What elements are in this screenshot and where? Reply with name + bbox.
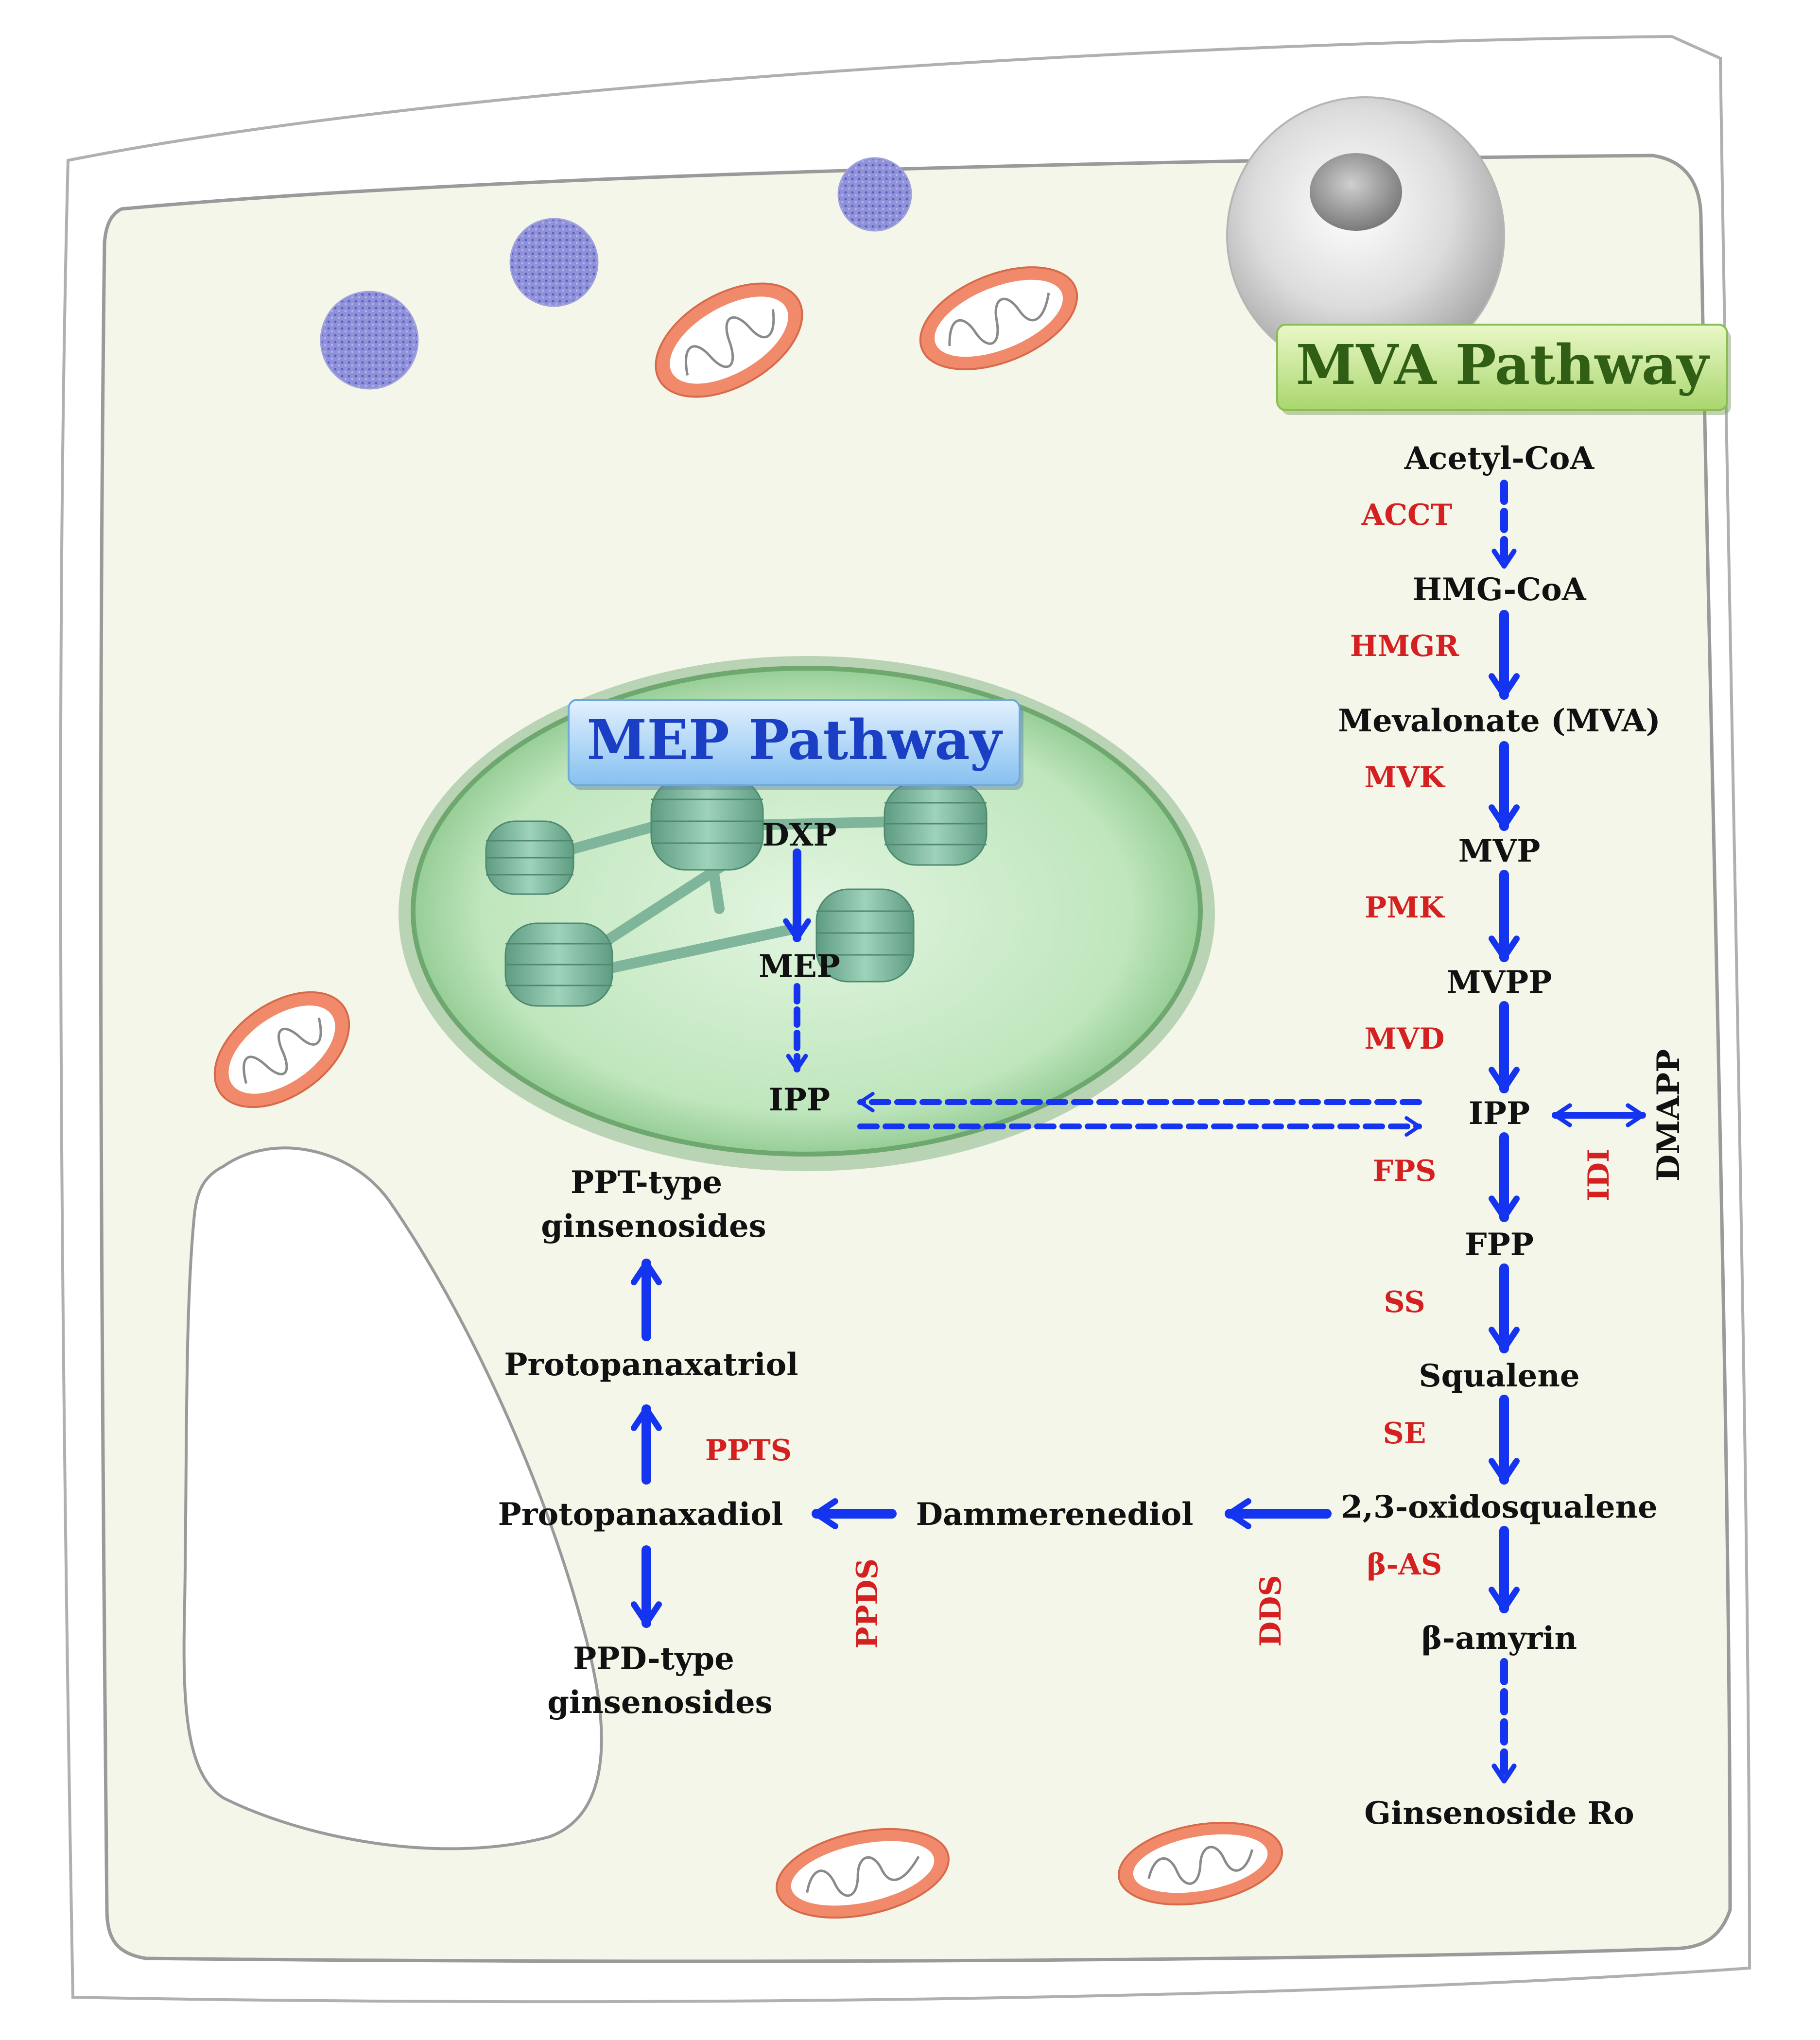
metabolite-beta-amyrin: β-amyrin (1421, 1620, 1577, 1657)
vesicle-icon (837, 157, 912, 232)
enzyme-fps: FPS (1372, 1154, 1436, 1188)
enzyme-mvk: MVK (1364, 761, 1445, 795)
mep-metabolites: DXP MEP IPP (759, 817, 840, 1118)
metabolite-mvpp: MVPP (1447, 964, 1552, 1001)
ppd-type-line1: PPD-type (573, 1641, 734, 1677)
mva-title-box: MVA Pathway (1276, 324, 1731, 415)
enzyme-se: SE (1383, 1417, 1426, 1451)
metabolite-fpp: FPP (1465, 1227, 1534, 1263)
pathway-arrows (630, 480, 1646, 1785)
mitochondrion-icon (213, 991, 350, 1108)
cell-wall (59, 35, 1751, 2004)
enzyme-ppds: PPDS (850, 1558, 884, 1649)
metabolite-protopanaxatriol: Protopanaxatriol (504, 1347, 798, 1383)
enzyme-beta-as: β-AS (1367, 1548, 1442, 1582)
ppt-type-line2: ginsenosides (541, 1208, 766, 1245)
enzyme-acct: ACCT (1361, 498, 1453, 532)
vesicle-icon (320, 291, 419, 390)
vacuole-icon (182, 1146, 603, 1850)
enzyme-pmk: PMK (1365, 891, 1445, 925)
ppd-type-line2: ginsenosides (547, 1684, 772, 1721)
metabolite-mvp: MVP (1458, 833, 1541, 869)
enzyme-dds: DDS (1254, 1575, 1288, 1646)
metabolite-ipp-cytosol: IPP (1469, 1095, 1530, 1132)
metabolite-squalene: Squalene (1419, 1358, 1579, 1394)
mep-pathway-title: MEP Pathway (587, 709, 1003, 772)
mitochondrion-icon (1118, 1821, 1283, 1906)
metabolite-ginsenoside-ro: Ginsenoside Ro (1364, 1795, 1634, 1832)
enzymes: ACCT HMGR MVK PMK MVD FPS SS SE β-AS PPT… (705, 498, 1616, 1649)
mitochondrion-icon (919, 266, 1078, 370)
mep-title-box: MEP Pathway (568, 699, 1023, 790)
metabolite-protopanaxadiol: Protopanaxadiol (498, 1496, 783, 1533)
vesicle-icon (509, 218, 599, 307)
enzyme-ppts: PPTS (705, 1434, 792, 1468)
branch-metabolites: Dammerenediol Protopanaxadiol Protopanax… (498, 1164, 1194, 1721)
enzyme-mvd: MVD (1365, 1022, 1445, 1056)
mitochondrion-icon (776, 1828, 950, 1919)
enzyme-idi: IDI (1582, 1149, 1616, 1201)
metabolite-dmapp: DMAPP (1650, 1049, 1687, 1181)
metabolite-dxp: DXP (762, 817, 836, 853)
metabolite-ipp-plastid: IPP (769, 1082, 830, 1118)
metabolite-oxidosqualene: 2,3-oxidosqualene (1341, 1489, 1658, 1525)
mitochondrion-icon (655, 282, 803, 398)
metabolite-hmg-coa: HMG-CoA (1413, 571, 1587, 608)
mva-pathway-title: MVA Pathway (1296, 333, 1710, 397)
mva-metabolites: Acetyl-CoA HMG-CoA Mevalonate (MVA) MVP … (1338, 440, 1687, 1832)
nucleus-icon (1226, 96, 1505, 375)
enzyme-ss: SS (1384, 1285, 1425, 1319)
metabolite-dammerenediol: Dammerenediol (916, 1496, 1194, 1533)
metabolite-mep: MEP (759, 948, 840, 985)
enzyme-hmgr: HMGR (1350, 629, 1459, 663)
metabolite-acetyl-coa: Acetyl-CoA (1404, 440, 1595, 477)
ppt-type-line1: PPT-type (571, 1164, 722, 1201)
metabolite-mevalonate: Mevalonate (MVA) (1338, 703, 1661, 739)
